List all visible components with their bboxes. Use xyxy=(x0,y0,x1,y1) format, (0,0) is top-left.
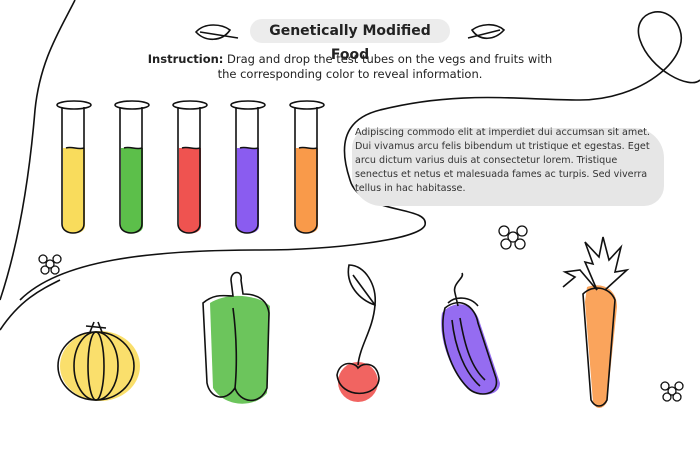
vegetable-eggplant[interactable] xyxy=(430,268,510,403)
instruction-text: Instruction: Drag and drop the test tube… xyxy=(140,52,560,82)
test-tube-yellow[interactable] xyxy=(54,96,94,242)
vegetable-carrot[interactable] xyxy=(555,232,635,412)
vegetable-pumpkin[interactable] xyxy=(50,318,145,408)
test-tube-red[interactable] xyxy=(170,96,210,242)
instruction-body: Drag and drop the test tubes on the vegs… xyxy=(217,52,553,81)
test-tube-purple[interactable] xyxy=(228,96,268,242)
vegetable-cherry[interactable] xyxy=(325,260,390,405)
leaf-left-icon xyxy=(194,24,239,41)
flower-icon xyxy=(498,225,528,250)
leaf-right-icon xyxy=(467,23,506,40)
flower-icon xyxy=(660,381,684,402)
test-tube-green[interactable] xyxy=(112,96,152,242)
info-panel-text: Adipiscing commodo elit at imperdiet dui… xyxy=(355,127,650,194)
instruction-label: Instruction: xyxy=(147,52,224,66)
test-tube-orange[interactable] xyxy=(287,96,327,242)
vegetable-bell-pepper[interactable] xyxy=(195,268,280,408)
info-panel-background xyxy=(352,128,664,206)
flower-icon xyxy=(38,254,62,275)
page-title: Genetically Modified Food xyxy=(250,19,450,63)
